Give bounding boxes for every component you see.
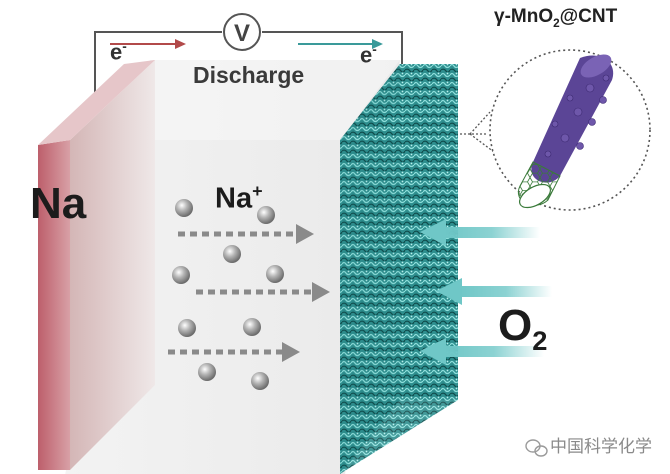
electron-symbol: e bbox=[360, 42, 373, 68]
o2-arrow-body bbox=[444, 346, 544, 357]
ion-charge: + bbox=[252, 181, 263, 201]
electron-charge: - bbox=[122, 39, 127, 54]
na-ion bbox=[178, 319, 196, 337]
electron-label-left: e- bbox=[110, 40, 127, 63]
discharge-label: Discharge bbox=[193, 62, 305, 88]
watermark: 中国科学化学 bbox=[550, 437, 652, 456]
ion-migration-arrow-head bbox=[296, 224, 314, 244]
ion-symbol: Na bbox=[215, 182, 253, 215]
gas-subscript: 2 bbox=[532, 324, 548, 356]
circuit-wire bbox=[94, 31, 222, 105]
o2-arrow-body bbox=[460, 286, 552, 297]
circuit-wire-right bbox=[262, 31, 403, 66]
electron-arrow-left-head bbox=[175, 39, 186, 49]
material-subscript: 2 bbox=[553, 16, 560, 30]
na-ion bbox=[175, 199, 193, 217]
na-ion bbox=[223, 245, 241, 263]
na-ion bbox=[257, 206, 275, 224]
ion-migration-arrow-head bbox=[312, 282, 330, 302]
sodium-ion-label: Na+ bbox=[215, 182, 263, 214]
oxygen-label: O2 bbox=[498, 304, 547, 354]
na-ion bbox=[251, 372, 269, 390]
electron-label-right: e- bbox=[360, 43, 377, 66]
electron-charge: - bbox=[372, 42, 377, 57]
na-ion bbox=[172, 266, 190, 284]
material-name: γ-MnO bbox=[494, 6, 554, 27]
cathode-material-label: γ-MnO2@CNT bbox=[494, 7, 617, 30]
na-ion bbox=[198, 363, 216, 381]
zoom-callout-line bbox=[469, 133, 495, 153]
zoom-callout-line bbox=[469, 111, 491, 135]
electron-symbol: e bbox=[110, 39, 123, 65]
na-ion bbox=[266, 265, 284, 283]
anode-label: Na bbox=[30, 179, 87, 228]
o2-arrow-body bbox=[444, 227, 540, 238]
na-ion bbox=[243, 318, 261, 336]
voltmeter-icon bbox=[223, 13, 261, 51]
anode-front bbox=[38, 140, 70, 470]
o2-arrow-head bbox=[420, 338, 446, 365]
o2-arrow-head bbox=[436, 278, 462, 305]
o2-arrow-head bbox=[420, 219, 446, 246]
electron-arrow-right-head bbox=[372, 39, 383, 49]
material-suffix: @CNT bbox=[559, 6, 618, 27]
ion-migration-arrow-head bbox=[282, 342, 300, 362]
gas-symbol: O bbox=[498, 301, 533, 350]
anode-top bbox=[38, 60, 155, 145]
voltmeter-symbol: V bbox=[234, 20, 250, 47]
cathode-main bbox=[340, 64, 458, 474]
anode-side bbox=[70, 60, 155, 470]
wechat-icon bbox=[525, 439, 548, 457]
mno2-cnt-icon bbox=[517, 54, 614, 209]
